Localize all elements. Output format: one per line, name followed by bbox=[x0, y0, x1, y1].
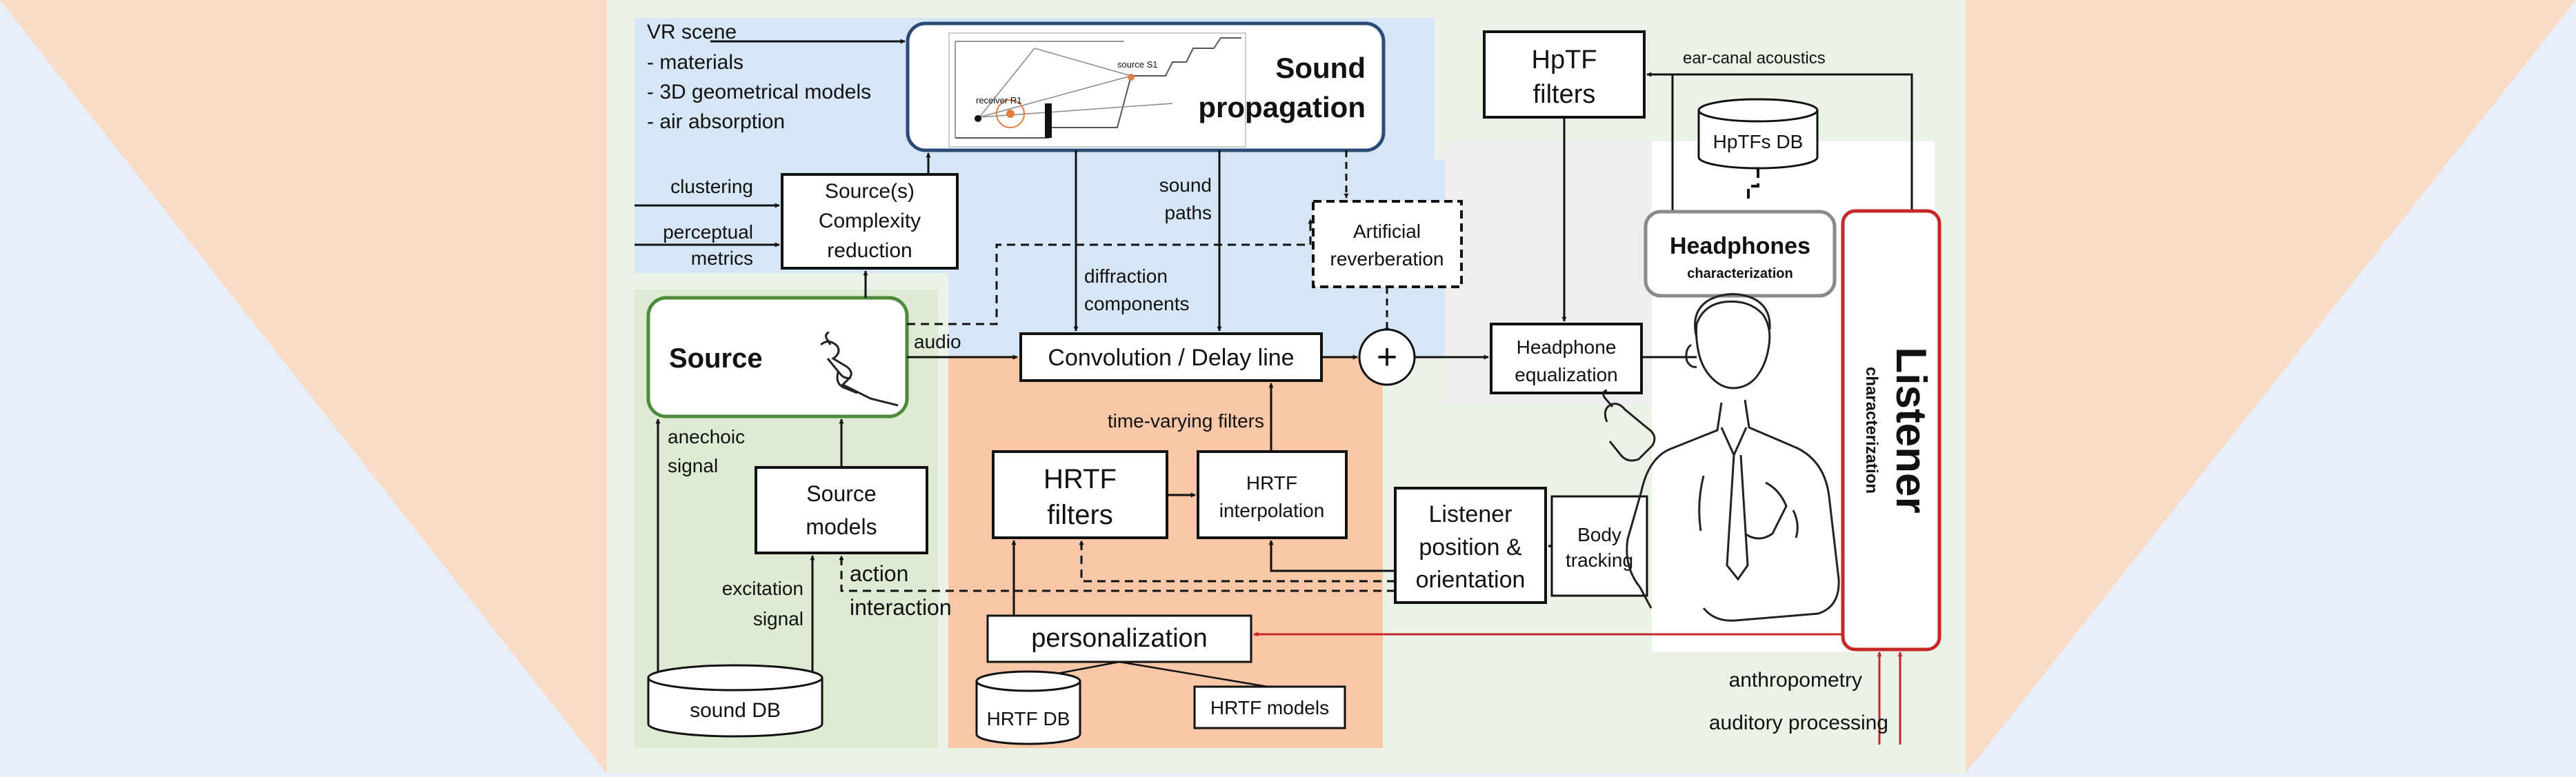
listener-sketch bbox=[1602, 293, 1840, 622]
tracking-to-hrtf-dashed bbox=[1079, 540, 1395, 583]
action-label: action bbox=[850, 561, 908, 586]
vr-scene-item: - air absorption bbox=[647, 110, 785, 133]
vr-scene-item: - 3D geometrical models bbox=[647, 81, 871, 103]
personalization-box: personalization bbox=[986, 614, 1252, 663]
hrtf-db-cylinder: HRTF DB bbox=[975, 670, 1081, 745]
bg-triangle-right-blue bbox=[1966, 0, 2576, 774]
personalization-link bbox=[1119, 660, 1268, 688]
sound-paths-label: paths bbox=[1165, 202, 1212, 223]
sound-propagation-label: Sound bbox=[1275, 52, 1366, 84]
reverb-label: reverberation bbox=[1330, 248, 1444, 270]
sound-db-cylinder: sound DB bbox=[647, 664, 823, 738]
personalization-label: personalization bbox=[1031, 624, 1208, 653]
time-varying-label: time-varying filters bbox=[1108, 410, 1264, 432]
hrtf-filters-box: HRTF filters bbox=[992, 450, 1168, 539]
metrics-label: metrics bbox=[691, 248, 753, 269]
convolution-box: Convolution / Delay line bbox=[1019, 332, 1323, 382]
db-to-headphones-dashed bbox=[1747, 168, 1759, 199]
hrtf-interpolation-box: HRTF interpolation bbox=[1197, 450, 1348, 539]
thumbnail-label: receiver R1 bbox=[976, 95, 1021, 105]
source-models-label: models bbox=[806, 514, 877, 539]
hand-sketch bbox=[820, 331, 899, 407]
clustering-label: clustering bbox=[670, 176, 753, 197]
excitation-label: excitation bbox=[722, 578, 803, 599]
plus-icon: + bbox=[1377, 337, 1397, 377]
hrtf-filters-label: HRTF bbox=[1044, 464, 1117, 494]
position-to-interp-arrow bbox=[1268, 540, 1395, 572]
complexity-reduction-box: Source(s) Complexity reduction bbox=[781, 173, 959, 270]
bg-triangle-left bbox=[0, 0, 607, 774]
hptfs-db-cylinder: HpTFs DB bbox=[1697, 98, 1819, 170]
audio-label: audio bbox=[914, 331, 961, 352]
headphones-sublabel: characterization bbox=[1687, 266, 1793, 281]
source-models-box: Source models bbox=[755, 466, 928, 554]
complexity-label: reduction bbox=[827, 239, 912, 262]
hrtf-models-box: HRTF models bbox=[1193, 685, 1346, 729]
excitation-label: signal bbox=[753, 608, 803, 629]
listener-position-label: position & bbox=[1419, 534, 1522, 561]
hptf-filters-label: HpTF bbox=[1532, 46, 1597, 74]
diffraction-label: diffraction bbox=[1084, 265, 1168, 287]
hptfs-db-label: HpTFs DB bbox=[1713, 131, 1804, 152]
hrtf-filters-label: filters bbox=[1047, 500, 1113, 530]
listener-box: Listener characterization bbox=[1841, 209, 1941, 652]
listener-position-label: orientation bbox=[1416, 567, 1526, 593]
sound-db-label: sound DB bbox=[690, 699, 781, 722]
complexity-label: Complexity bbox=[819, 210, 921, 232]
reverb-label: Artificial bbox=[1353, 221, 1421, 242]
listener-position-label: Listener bbox=[1429, 501, 1512, 527]
anechoic-label: signal bbox=[668, 455, 718, 476]
tracking-to-models-dashed bbox=[839, 555, 1395, 592]
listener-position-box: Listener position & orientation bbox=[1394, 487, 1547, 604]
anechoic-label: anechoic bbox=[668, 426, 745, 447]
source-box: Source bbox=[646, 296, 909, 418]
headphone-equalization-box: Headphone equalization bbox=[1490, 323, 1643, 394]
auditory-label: auditory processing bbox=[1709, 712, 1888, 734]
convolution-label: Convolution / Delay line bbox=[1048, 345, 1294, 371]
summing-node: + bbox=[1358, 328, 1416, 386]
ear-canal-arrow bbox=[1646, 72, 1913, 210]
diffraction-label: components bbox=[1084, 293, 1190, 314]
vr-scene-item: - materials bbox=[647, 51, 743, 74]
hrtf-interp-label: interpolation bbox=[1219, 500, 1325, 521]
propagation-thumbnail: receiver R1 source S1 bbox=[948, 32, 1246, 148]
sound-propagation-box: receiver R1 source S1 Sound propagation bbox=[906, 21, 1386, 152]
hrtf-models-label: HRTF models bbox=[1210, 697, 1329, 718]
headphone-eq-label: equalization bbox=[1515, 364, 1617, 385]
body-tracking-box: Body tracking bbox=[1550, 495, 1648, 597]
thumbnail-label: source S1 bbox=[1117, 59, 1158, 70]
sound-paths-label: sound bbox=[1159, 174, 1212, 196]
listener-label: Listener bbox=[1887, 347, 1935, 513]
sound-propagation-label: propagation bbox=[1198, 91, 1366, 123]
perceptual-label: perceptual bbox=[663, 221, 753, 243]
hrtf-interp-label: HRTF bbox=[1246, 472, 1297, 494]
artificial-reverberation-box: Artificial reverberation bbox=[1312, 200, 1463, 288]
source-label: Source bbox=[669, 343, 763, 374]
headphone-eq-label: Headphone bbox=[1517, 336, 1617, 358]
hptf-filters-label: filters bbox=[1533, 80, 1596, 109]
vr-scene-title: VR scene bbox=[647, 21, 737, 43]
ear-canal-label: ear-canal acoustics bbox=[1683, 49, 1826, 68]
listener-sublabel: characterization bbox=[1862, 367, 1881, 494]
body-tracking-label: Body bbox=[1577, 524, 1621, 545]
headphones-box: Headphones characterization bbox=[1644, 210, 1837, 298]
hrtf-db-label: HRTF DB bbox=[987, 708, 1070, 729]
anthropometry-label: anthropometry bbox=[1729, 669, 1862, 692]
source-to-reverb-dashed bbox=[907, 219, 1313, 325]
headphones-label: Headphones bbox=[1670, 233, 1810, 259]
interaction-label: interaction bbox=[850, 595, 952, 620]
hptf-filters-box: HpTF filters bbox=[1483, 30, 1646, 119]
complexity-label: Source(s) bbox=[825, 180, 915, 203]
source-models-label: Source bbox=[806, 481, 876, 506]
body-tracking-label: tracking bbox=[1566, 549, 1633, 571]
